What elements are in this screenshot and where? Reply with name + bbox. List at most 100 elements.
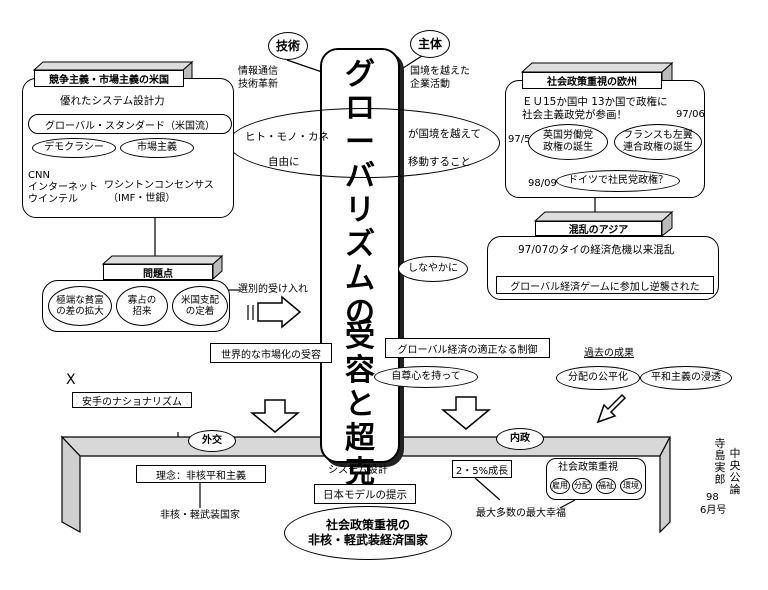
problems-header: 問題点 xyxy=(103,264,213,280)
problem-oligopoly: 寡占の招来 xyxy=(116,286,168,326)
system-sekkei: システム設計 xyxy=(328,465,388,476)
problem-oligopoly-b: 招来 xyxy=(132,306,152,317)
title-line2-char: 受 xyxy=(345,319,375,354)
heiwa-text: 平和主義の浸透 xyxy=(651,372,721,383)
naisei-text: 内政 xyxy=(510,433,530,444)
germany-oval: ドイツで社民党政権？ xyxy=(556,170,680,192)
final-line2: 非核・軽武装経済国家 xyxy=(307,533,428,547)
democracy-oval: デモクラシー xyxy=(32,138,116,158)
france-line2: 連合政権の誕生 xyxy=(623,142,693,153)
kankyo-text: 環境 xyxy=(623,481,639,490)
kankyo-oval: 環境 xyxy=(620,478,642,494)
title-line2-char: と xyxy=(345,387,375,422)
uk-line1: 英国労働党 xyxy=(543,130,593,141)
problems-header-text: 問題点 xyxy=(143,268,173,280)
shutai-sub2: 企業活動 xyxy=(410,79,450,90)
koyo-text: 雇用 xyxy=(552,481,568,490)
democracy-text: デモクラシー xyxy=(44,142,104,153)
usa-header: 競争主義・市場主義の米国 xyxy=(34,70,184,87)
ido-suru-koto: 移動すること xyxy=(408,156,471,168)
market-text: 市場主義 xyxy=(137,142,177,153)
usa-line1: 優れたシステム設計力 xyxy=(60,95,165,107)
nihon-model-box: 日本モデルの提示 xyxy=(314,484,416,504)
gijutsu-sub1: 情報通信 xyxy=(238,66,278,77)
byline-author: 寺島実郎 xyxy=(714,438,728,486)
final-oval: 社会政策重視の非核・軽武装経済国家 xyxy=(284,506,452,560)
asia-line2: グローバル経済ゲームに参加し逆襲された xyxy=(510,281,700,293)
global-seigyo-box: グローバル経済の適正なる制御 xyxy=(385,338,550,358)
europe-date-975: 97/5 xyxy=(508,134,531,145)
europe-header: 社会政策重視の欧州 xyxy=(522,72,662,89)
byline-year: 98 xyxy=(706,492,719,503)
title-line1-char: リ xyxy=(345,193,375,228)
uk-line2: 政権の誕生 xyxy=(543,142,593,153)
jiyu-ni: 自由に xyxy=(268,156,300,168)
title-line1-char: の xyxy=(345,295,375,330)
bunpai-small-text: 分配 xyxy=(574,481,590,490)
rinen-box: 理念：非核平和主義 xyxy=(136,465,266,483)
europe-header-text: 社会政策重視の欧州 xyxy=(547,77,637,88)
koyo-oval: 雇用 xyxy=(550,478,570,494)
problem-us-dominance-a: 米国支配 xyxy=(180,295,219,306)
uk-labour-oval: 英国労働党政権の誕生 xyxy=(528,124,608,160)
gijutsu-bubble: 技術 xyxy=(268,32,308,60)
problem-oligopoly-a: 寡占の xyxy=(127,295,157,306)
global-standard-text: グローバル・スタンダード（米国流） xyxy=(45,120,215,132)
title-line2-char: 克 xyxy=(345,455,375,490)
shutai-sub1: 国境を越えた xyxy=(410,66,470,77)
title-line2-char: 超 xyxy=(345,421,375,456)
title-line2-char: 容 xyxy=(345,353,375,388)
title-line1-char: ズ xyxy=(345,227,375,262)
france-line1: フランスも左翼 xyxy=(623,130,693,141)
hito-mono-kane: ヒト・モノ・カネ xyxy=(245,131,329,143)
asia-header: 混乱のアジア xyxy=(535,221,662,236)
hikaku-kokka: 非核・軽武装国家 xyxy=(160,510,240,521)
seicho-box: 2・5%成長 xyxy=(452,460,512,478)
global-standard-box: グローバル・スタンダード（米国流） xyxy=(28,114,232,134)
problem-inequality-a: 極端な貧富 xyxy=(56,295,104,306)
final-line1: 社会政策重視の xyxy=(325,518,410,532)
jisonshin-oval: 自尊心を持って xyxy=(374,366,478,388)
gaiko-oval: 外交 xyxy=(188,430,236,452)
germany-text: ドイツで社民党政権？ xyxy=(568,175,668,186)
title-line2: 受容と超克 xyxy=(326,320,394,490)
fukushi-text: 福祉 xyxy=(598,481,614,490)
market-oval: 市場主義 xyxy=(120,138,194,158)
shutai-bubble: 主体 xyxy=(410,30,450,58)
europe-date-9706: 97/06 xyxy=(676,109,705,120)
saidai-kofuku: 最大多数の最大幸福 xyxy=(476,508,566,519)
anshu-text: 安手のナショナリズム xyxy=(82,396,182,408)
kako-seika: 過去の成果 xyxy=(584,348,634,359)
fukushi-oval: 福祉 xyxy=(596,478,616,494)
byline-col1-text: 寺島実郎 xyxy=(714,437,726,486)
shakai-text: 社会政策重視 xyxy=(558,462,618,473)
byline-col2-text: 中央公論 xyxy=(729,447,741,496)
cnn-line3: ウインテル xyxy=(28,194,78,205)
sekaiteki-text: 世界的な市場化の受容 xyxy=(221,349,321,361)
shutai-label: 主体 xyxy=(417,37,442,51)
cnn-line2: インターネット xyxy=(28,182,98,193)
x-mark: X xyxy=(66,372,76,388)
gaiko-text: 外交 xyxy=(202,435,222,446)
nihon-model-text: 日本モデルの提示 xyxy=(323,488,407,501)
selective-acceptance: 選別的受け入れ xyxy=(238,284,308,295)
rinen-text: 理念：非核平和主義 xyxy=(156,470,246,482)
bunpai-text: 分配の公平化 xyxy=(568,372,628,383)
title-line1-char: グ xyxy=(345,57,375,92)
bunpai-oval: 分配の公平化 xyxy=(556,366,640,390)
anshu-box: 安手のナショナリズム xyxy=(72,392,192,408)
problem-us-dominance: 米国支配の定着 xyxy=(172,286,228,326)
bunpai-small-oval: 分配 xyxy=(572,478,592,494)
title-line1: グローバリズムの xyxy=(326,58,394,330)
usa-header-text: 競争主義・市場主義の米国 xyxy=(49,75,169,86)
byline-journal: 中央公論 xyxy=(729,448,743,496)
kokkyo-wo-koete: が国境を越えて xyxy=(408,128,481,140)
europe-line1: ＥＵ15か国中 13か国で政権に xyxy=(522,96,668,108)
europe-date-9809: 98/09 xyxy=(528,178,557,189)
france-left-oval: フランスも左翼連合政権の誕生 xyxy=(614,124,702,160)
shinayaka-text: しなやかに xyxy=(408,263,458,274)
jisonshin-text: 自尊心を持って xyxy=(391,371,461,382)
asia-line2-box: グローバル経済ゲームに参加し逆襲された xyxy=(496,276,714,294)
cnn-line1: CNN xyxy=(28,170,50,181)
problem-inequality: 極端な貧富の差の拡大 xyxy=(48,286,112,326)
